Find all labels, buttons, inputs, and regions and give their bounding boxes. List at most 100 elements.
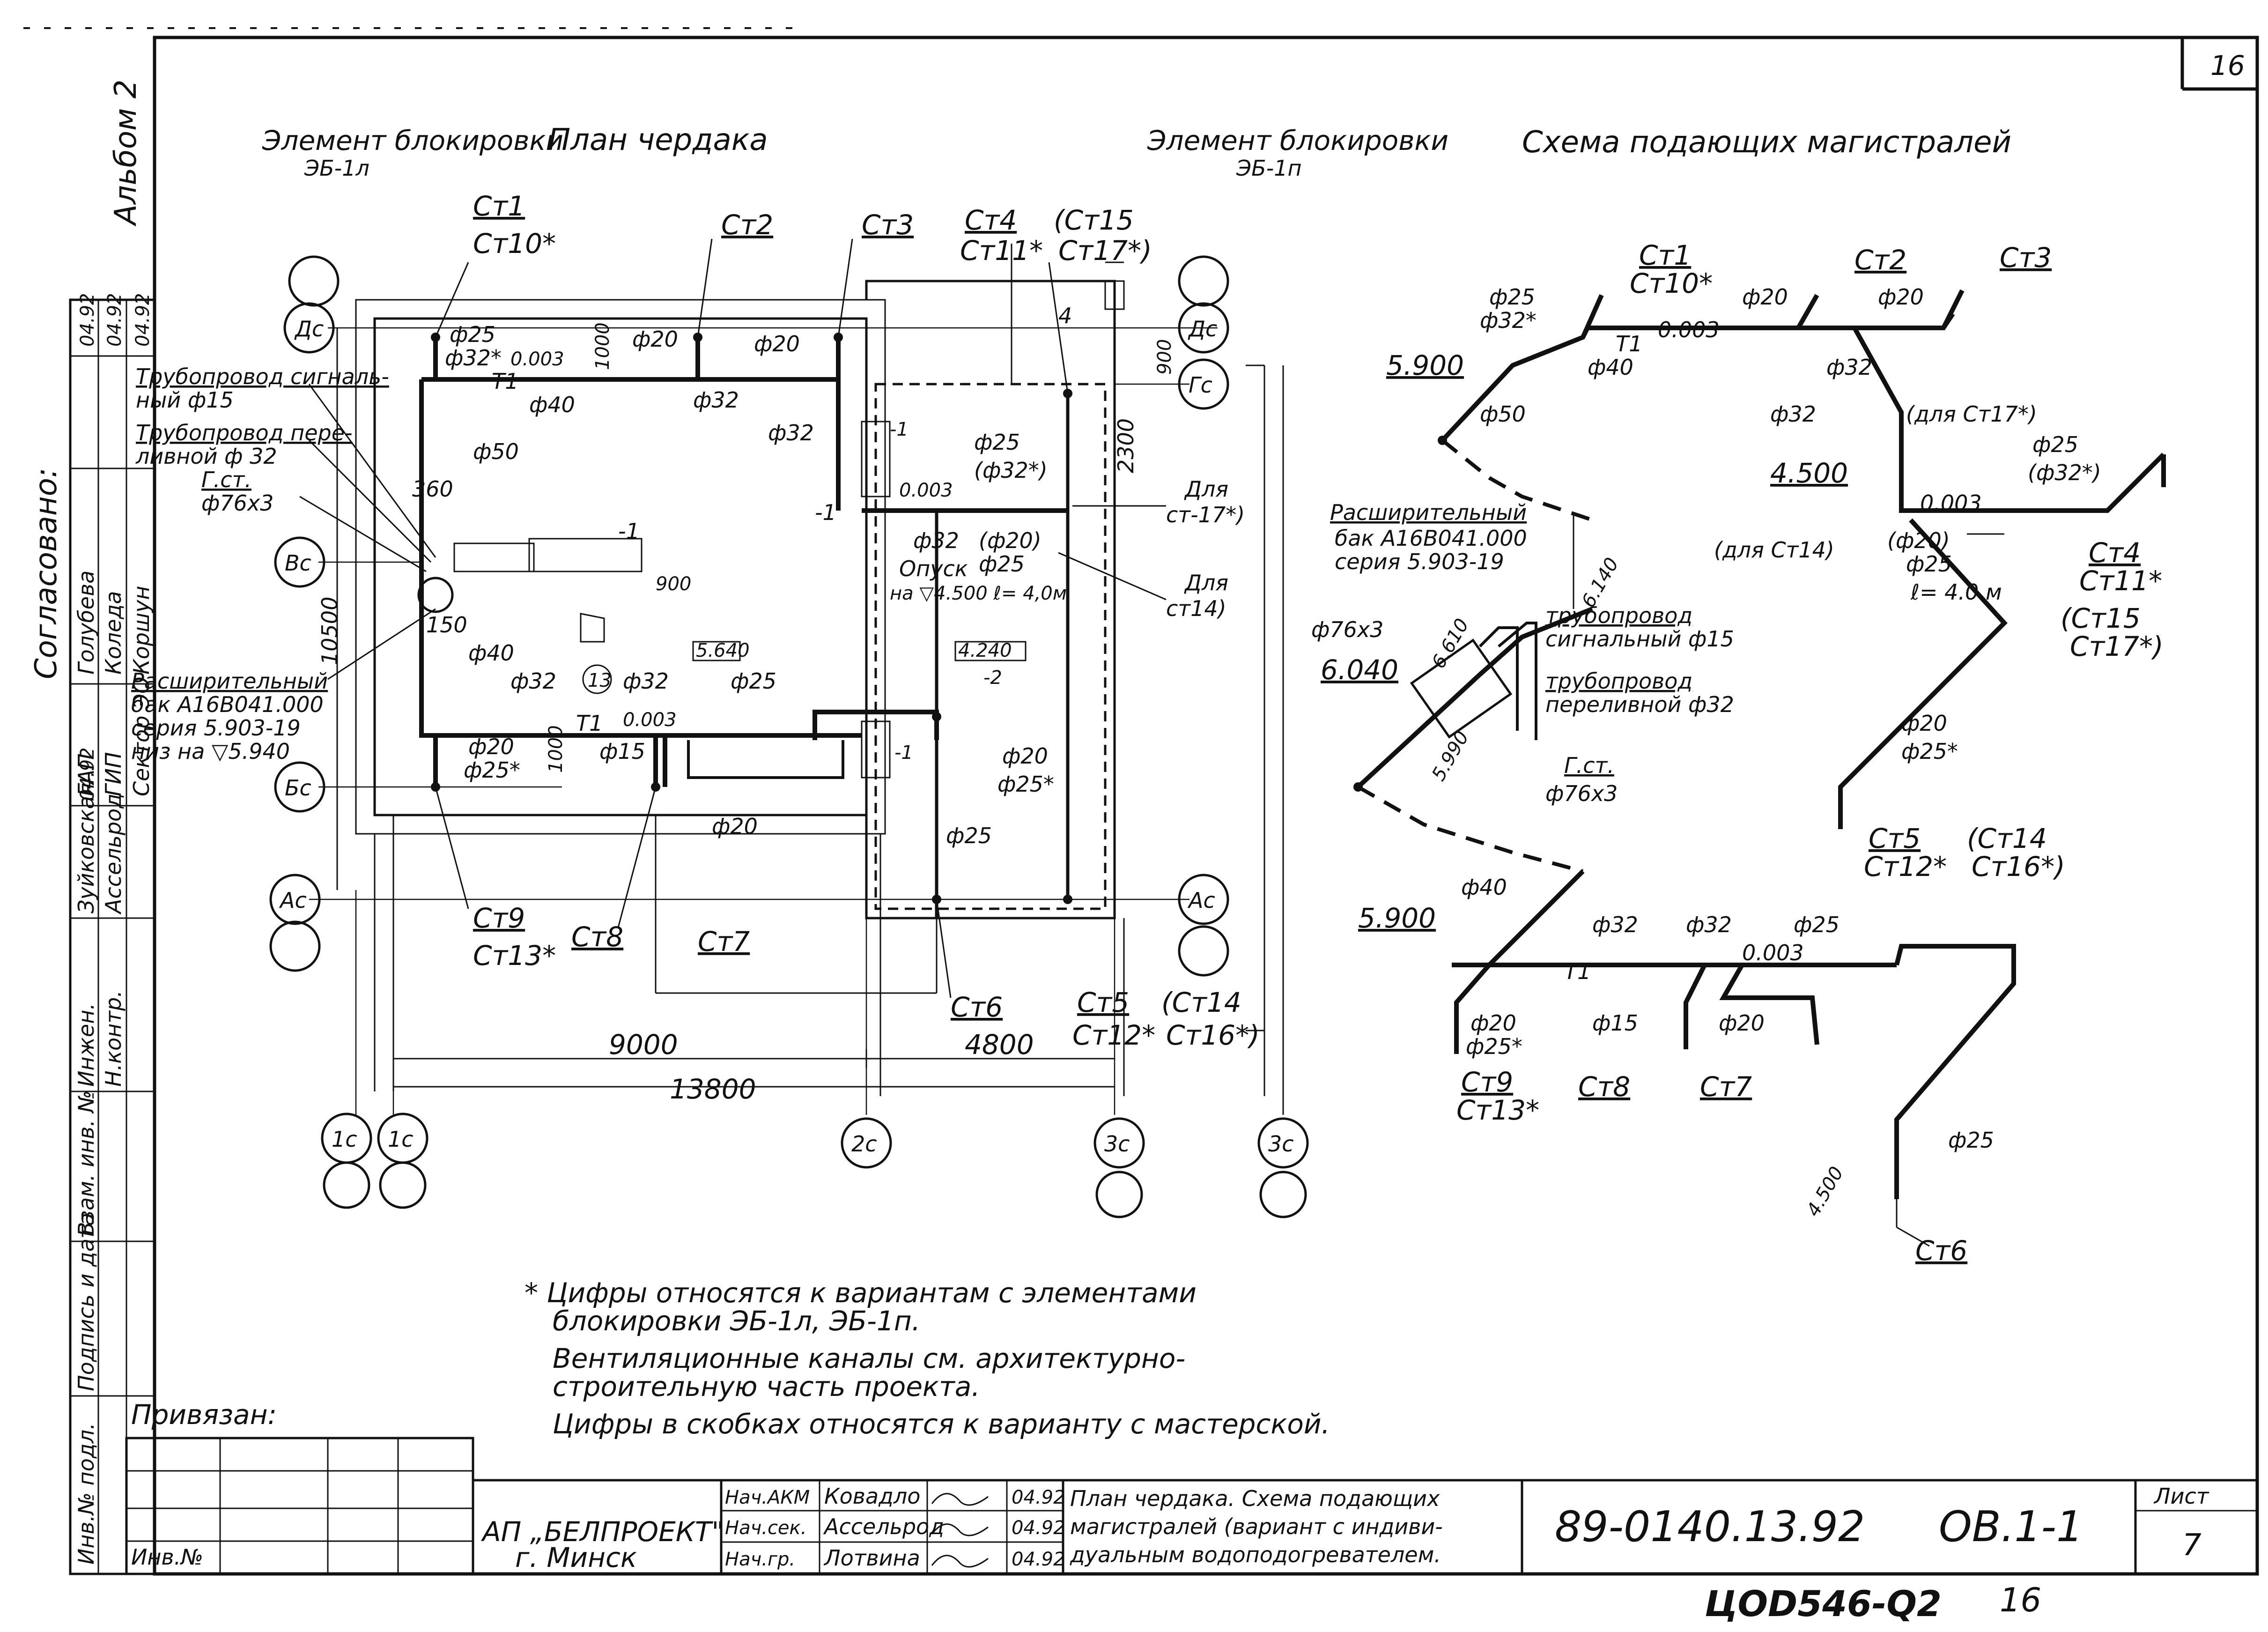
note-minus1-a: -1 [815,500,836,525]
sch-tank-2: бак А16В041.000 [1335,526,1527,551]
riser-st10: Ст10* [473,228,556,260]
dim-4: 4 [1058,303,1072,328]
outer-frame [153,36,2259,1576]
sch-gst: Г.ст. [1564,753,1614,778]
stamp-inzh-date: 04.92 [77,747,98,801]
stamp-inzh: Инжен. [74,1003,99,1087]
note-slope-c: 0.003 [623,709,677,731]
tb-role-0: Нач.АКМ [725,1487,810,1508]
dim-2300: 2300 [1113,418,1138,473]
plan-d-25c: ф25 [979,551,1025,577]
tb-role-2: Нач.гр. [725,1549,795,1570]
stamp-name-1: Коледа [101,591,126,675]
sch-p32s: ф32* [1480,308,1537,333]
note-box-5640: 5.640 [696,640,750,661]
riser-st3: Ст3 [862,209,914,241]
tb-name-1: Ассельрод [823,1514,944,1539]
sch-p50: ф50 [1480,401,1526,427]
axis-vs: Вс [285,550,311,576]
axis-1s-b: 1с [388,1127,414,1152]
dim-360: 360 [412,476,453,502]
stamp-name-0: Голубева [74,571,99,675]
sch-for-st17: (для Ст17*) [1906,401,2037,427]
sch-p20p: (ф20) [1887,528,1950,553]
axis-ds-left: Дс [294,316,324,341]
note-minus1-c: -1 [618,519,640,544]
heading-block-left-code: ЭБ-1л [304,156,369,181]
sch-p20a: ф20 [1742,284,1788,310]
dim-9000: 9000 [609,1029,678,1061]
plan-d-15: ф15 [599,739,645,764]
riser-st13: Ст13* [473,940,556,972]
sch-st16p: Ст16*) [1972,851,2065,883]
plan-d-32sb: (ф32*) [974,458,1048,483]
sch-st10: Ст10* [1630,267,1713,299]
tb-date-0: 04.92 [1012,1487,1065,1508]
sch-st5: Ст5 [1869,823,1921,854]
sch-p25s2: ф25* [1466,1034,1522,1059]
note-overflow-pipe-2: ливной ф 32 [135,444,277,469]
stamp-role-0: ГАП [74,753,99,796]
sch-ovf-2: переливной ф32 [1545,692,1734,717]
plan-d-25sa: ф25* [464,757,520,783]
sch-st2: Ст2 [1854,244,1906,276]
sch-slope1: 0.003 [1658,317,1720,342]
dim-1000-a: 1000 [592,322,613,370]
plan-d-32e: ф32 [623,668,669,694]
sch-p32b: ф32 [1770,401,1816,427]
sch-for-st14: (для Ст14) [1714,537,1834,563]
note-t1-a: Т1 [492,369,518,394]
stamp-nkontr-name: Ассельрод [101,794,126,915]
sch-st14p: (Ст14 [1967,823,2047,854]
tb-name-0: Ковадло [824,1484,920,1509]
note-for-c14-b: ст14) [1166,596,1226,621]
sch-p25: ф25 [1489,284,1535,310]
sch-slope3: 0.003 [1742,940,1804,965]
note-for-c14: Для [1184,570,1228,595]
sch-slope2: 0.003 [1920,490,1982,516]
stamp-date-2: 04.92 [132,293,154,347]
sch-p20b: ф20 [1878,284,1924,310]
heading-plan-title: План чердака [548,123,768,157]
riser-st2: Ст2 [721,209,773,241]
sch-p40b: ф40 [1461,875,1507,900]
sch-lvl4500b: 4.500 [1803,1163,1848,1220]
tb-desc-3: дуальным водоподогревателем. [1070,1542,1441,1567]
riser-st7: Ст7 [698,926,750,957]
plan-d-25a: ф25 [450,322,495,347]
signature-1 [931,1523,989,1536]
axis-3s-b: 3с [1268,1131,1294,1157]
footnote-2a: Вентиляционные каналы см. архитектурно- [553,1343,1185,1374]
note-tank-4: низ на ▽5.940 [131,739,290,764]
sch-st1: Ст1 [1639,239,1691,271]
tb-sheet-num: 7 [2182,1528,2202,1563]
dim-150: 150 [426,612,467,638]
tb-date-1: 04.92 [1012,1517,1065,1539]
sch-t1b: Т1 [1564,959,1591,984]
riser-st8: Ст8 [571,921,623,953]
plan-d-25sb: ф25* [997,771,1054,797]
plan-d-25d: ф25 [731,668,776,694]
sch-st4: Ст4 [2089,537,2141,569]
stamp-date-1: 04.92 [104,293,126,347]
tb-org-1: АП „БЕЛПРОЕКТ" [480,1516,724,1548]
axis-gs: Гс [1189,372,1212,398]
sch-p40: ф40 [1588,355,1633,380]
axis-as-right: Ас [1187,888,1215,913]
sch-p20c: ф20 [1901,711,1947,736]
title-block: Привязан: Инв.№ АП „БЕЛПРОЕКТ" г. Минск … [125,1395,2259,1575]
plan-d-32a: ф32 [693,387,739,413]
note-tank-3: серия 5.903-19 [131,715,301,741]
sch-tank-3: серия 5.903-19 [1335,549,1504,574]
tb-desc-1: План чердака. Схема подающих [1070,1486,1440,1511]
sch-lvl5990: 5.990 [1428,727,1473,785]
riser-st11: Ст11* [960,235,1043,267]
sch-st9: Ст9 [1461,1066,1513,1098]
axis-2s: 2с [851,1131,877,1157]
stamp-name-2: Коршун [129,586,154,675]
plan-d-25e: ф25 [946,823,992,848]
note-gst: Г.ст. [201,467,251,492]
sch-lvl5900a: 5.900 [1386,349,1464,381]
dim-900-b: 900 [656,573,691,595]
